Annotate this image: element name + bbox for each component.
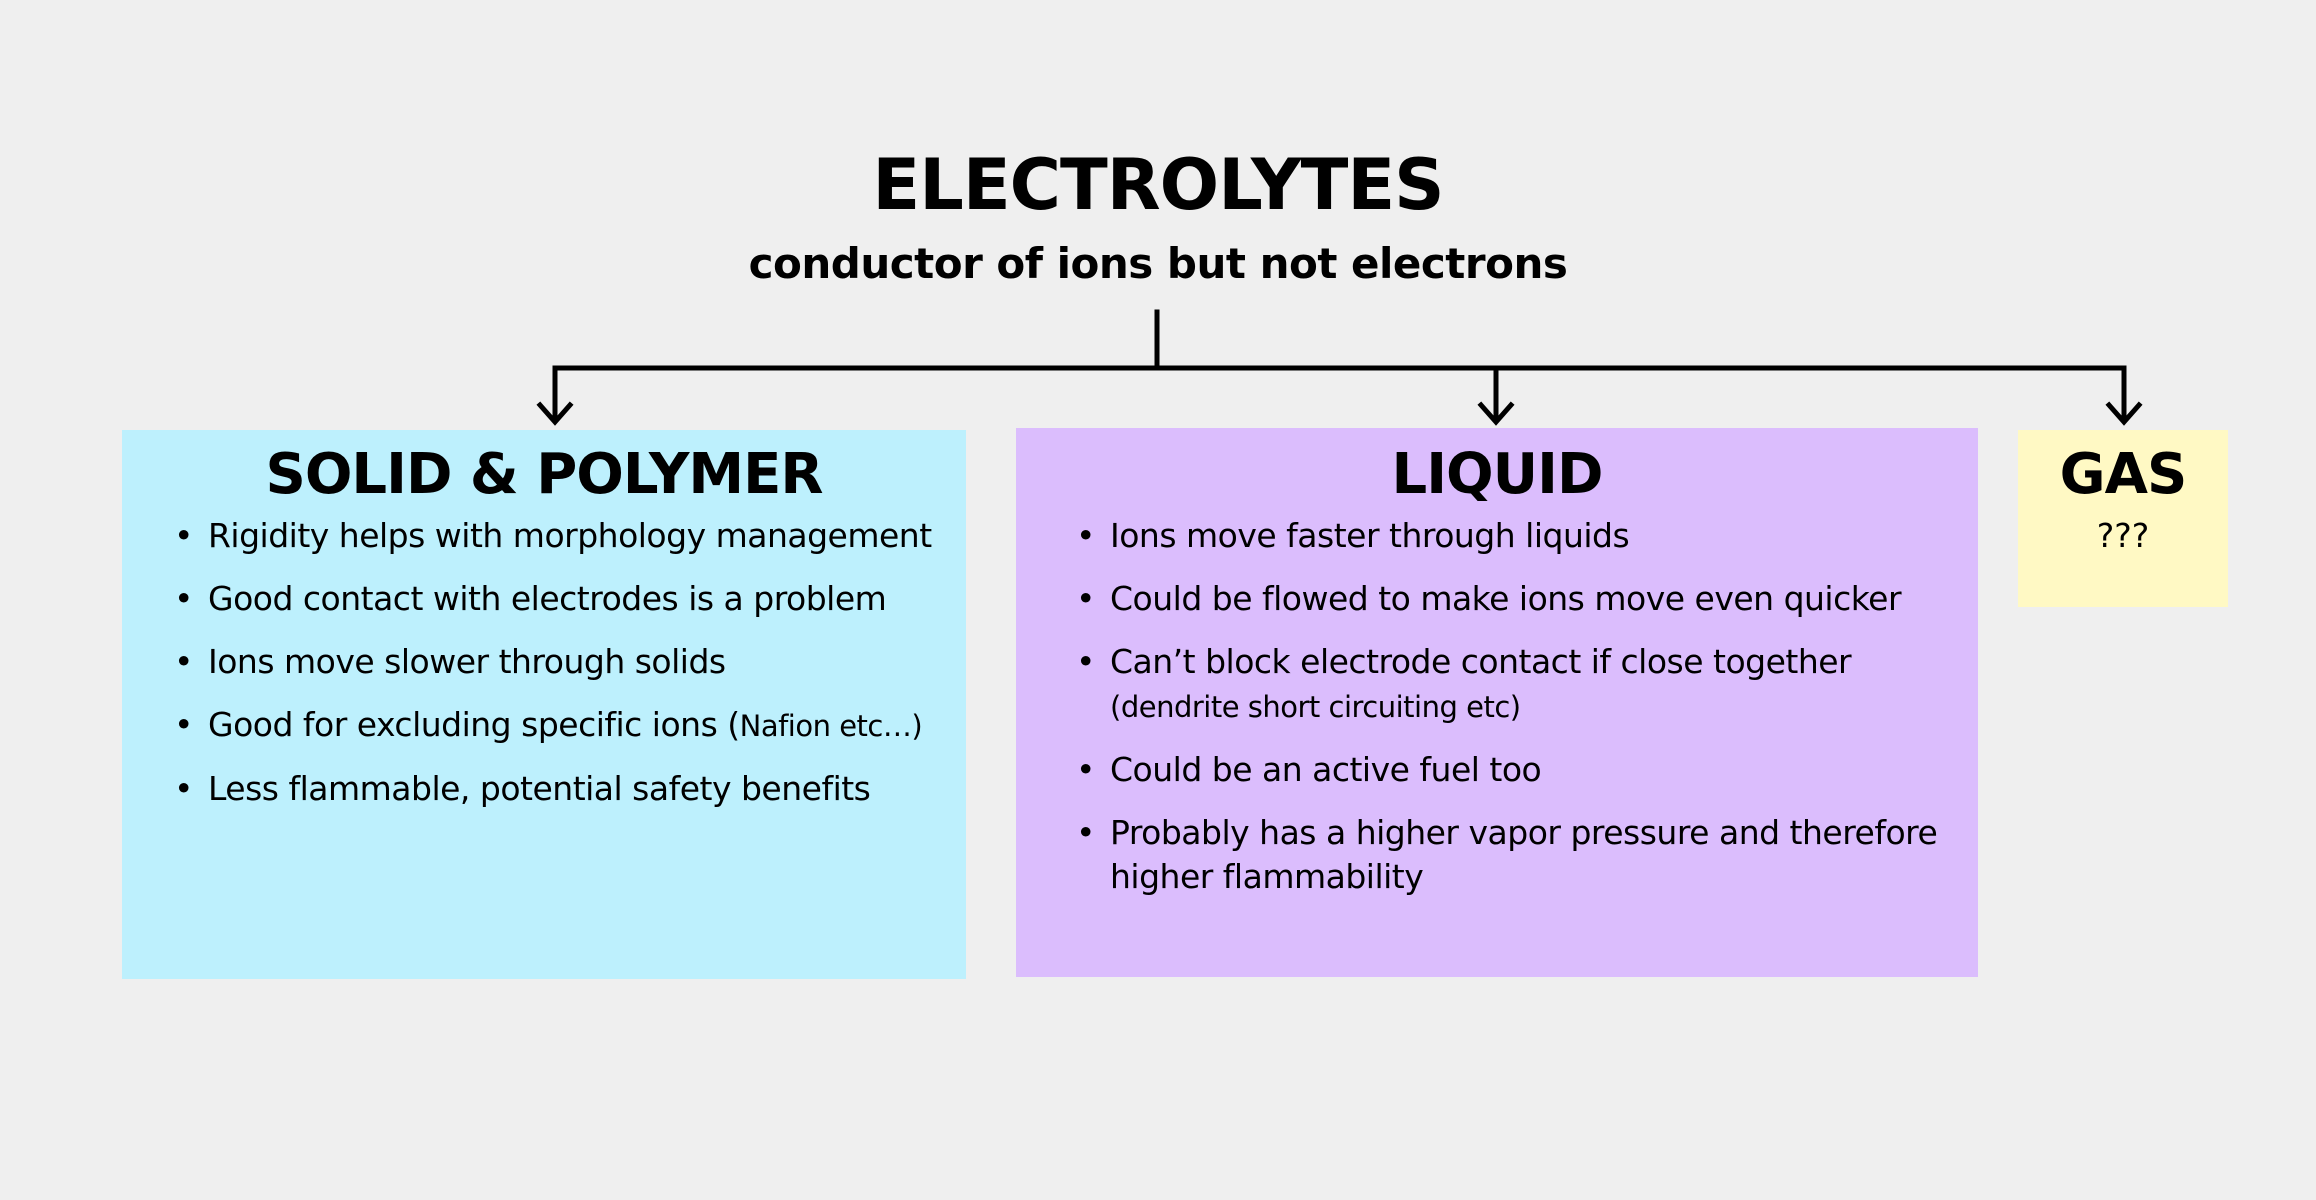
list-item: Could be an active fuel too [1076,748,1948,792]
list-item-note: (dendrite short circuiting etc) [1110,690,1521,724]
liquid-heading: LIQUID [1391,442,1604,507]
list-item: Rigidity helps with morphology managemen… [174,514,936,558]
liquid-list: Ions move faster through liquids Could b… [1016,514,1978,899]
list-item-text: Good contact with electrodes is a proble… [208,579,887,618]
arrow-head-solid [536,401,574,426]
diagram-subtitle: conductor of ions but not electrons [748,239,1568,288]
diagram-title: ELECTROLYTES [872,144,1444,226]
list-item-text: Less flammable, potential safety benefit… [208,769,871,808]
arrow-head-gas [2105,401,2143,426]
list-item-text: Can’t block electrode contact if close t… [1110,642,1852,681]
list-item-text: Rigidity helps with morphology managemen… [208,516,932,555]
arrow-head-liquid [1477,401,1515,426]
list-item: Good contact with electrodes is a proble… [174,577,936,621]
list-item-note: Nafion etc…) [739,709,923,743]
list-item-text: Could be flowed to make ions move even q… [1110,579,1902,618]
list-item-text: Could be an active fuel too [1110,750,1542,789]
gas-box: GAS ??? [2018,430,2228,607]
solid-polymer-list: Rigidity helps with morphology managemen… [122,514,966,811]
list-item: Can’t block electrode contact if close t… [1076,640,1948,729]
solid-polymer-heading: SOLID & POLYMER [265,442,823,507]
list-item: Good for excluding specific ions (Nafion… [174,703,936,748]
list-item: Probably has a higher vapor pressure and… [1076,811,1948,899]
list-item-text: Good for excluding specific ions ( [208,705,740,744]
list-item: Less flammable, potential safety benefit… [174,767,936,811]
list-item: Could be flowed to make ions move even q… [1076,577,1948,621]
solid-polymer-box: SOLID & POLYMER Rigidity helps with morp… [122,430,966,979]
list-item: Ions move slower through solids [174,640,936,684]
list-item: Ions move faster through liquids [1076,514,1948,558]
gas-text: ??? [2096,516,2150,555]
list-item-text: Probably has a higher vapor pressure and… [1110,813,1938,896]
liquid-box: LIQUID Ions move faster through liquids … [1016,428,1978,977]
list-item-text: Ions move faster through liquids [1110,516,1630,555]
list-item-text: Ions move slower through solids [208,642,726,681]
gas-heading: GAS [2059,442,2188,507]
